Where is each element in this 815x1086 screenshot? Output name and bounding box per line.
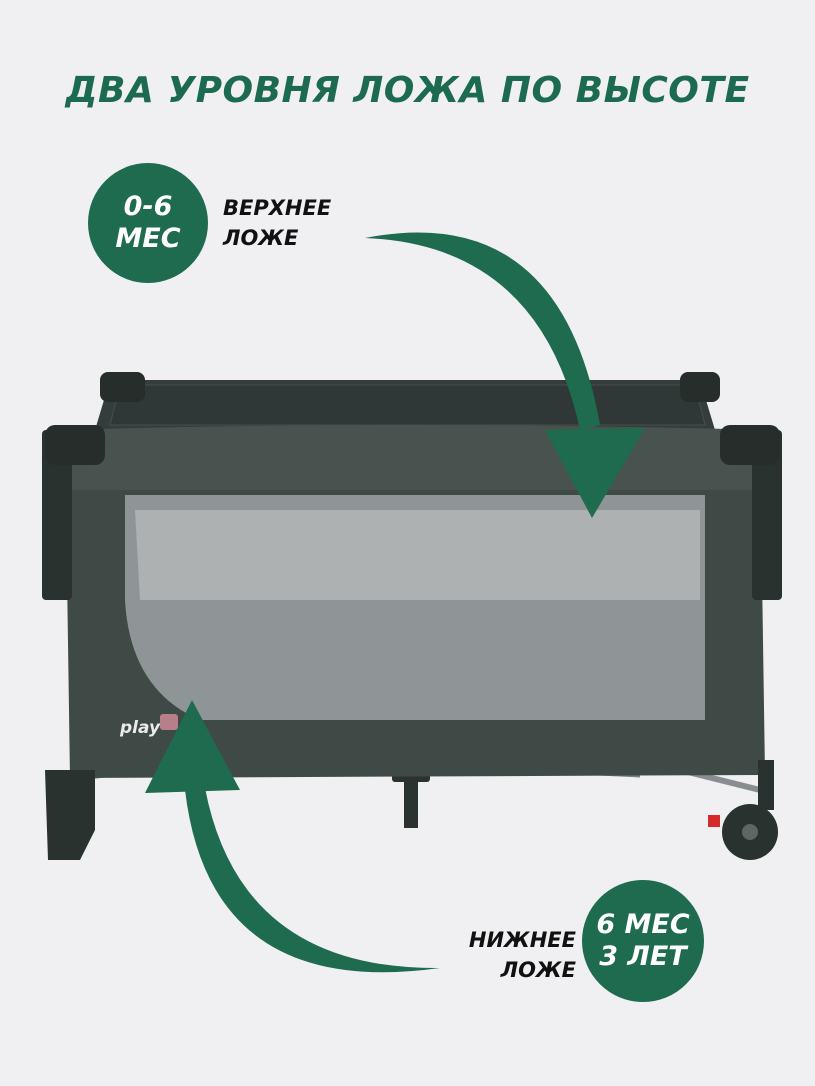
front-left-leg: [45, 770, 95, 860]
arrow-up-icon: [145, 700, 440, 973]
brand-logo-plus: [160, 714, 178, 730]
brand-logo: play: [119, 718, 161, 738]
upper-level-label: ВЕРХНЕЕ ЛОЖЕ: [223, 193, 331, 253]
lower-label-line2: ЛОЖЕ: [500, 958, 576, 982]
lower-age-badge: 6 МЕС 3 ЛЕТ: [582, 880, 704, 1002]
upper-label-line2: ЛОЖЕ: [223, 226, 299, 250]
lower-badge-line2: 3 ЛЕТ: [599, 941, 687, 972]
arrow-down-icon: [365, 232, 645, 518]
lower-level-label: НИЖНЕЕ ЛОЖЕ: [462, 925, 576, 985]
upper-label-line1: ВЕРХНЕЕ: [223, 196, 332, 220]
lower-label-line1: НИЖНЕЕ: [468, 928, 576, 952]
upper-badge-line1: 0-6: [123, 191, 173, 222]
lower-badge-line1: 6 МЕС: [596, 909, 690, 940]
brake-pedal: [708, 815, 720, 827]
upper-badge-line2: МЕС: [115, 223, 181, 254]
upper-age-badge: 0-6 МЕС: [88, 163, 208, 283]
page-title: ДВА УРОВНЯ ЛОЖА ПО ВЫСОТЕ: [65, 70, 750, 111]
